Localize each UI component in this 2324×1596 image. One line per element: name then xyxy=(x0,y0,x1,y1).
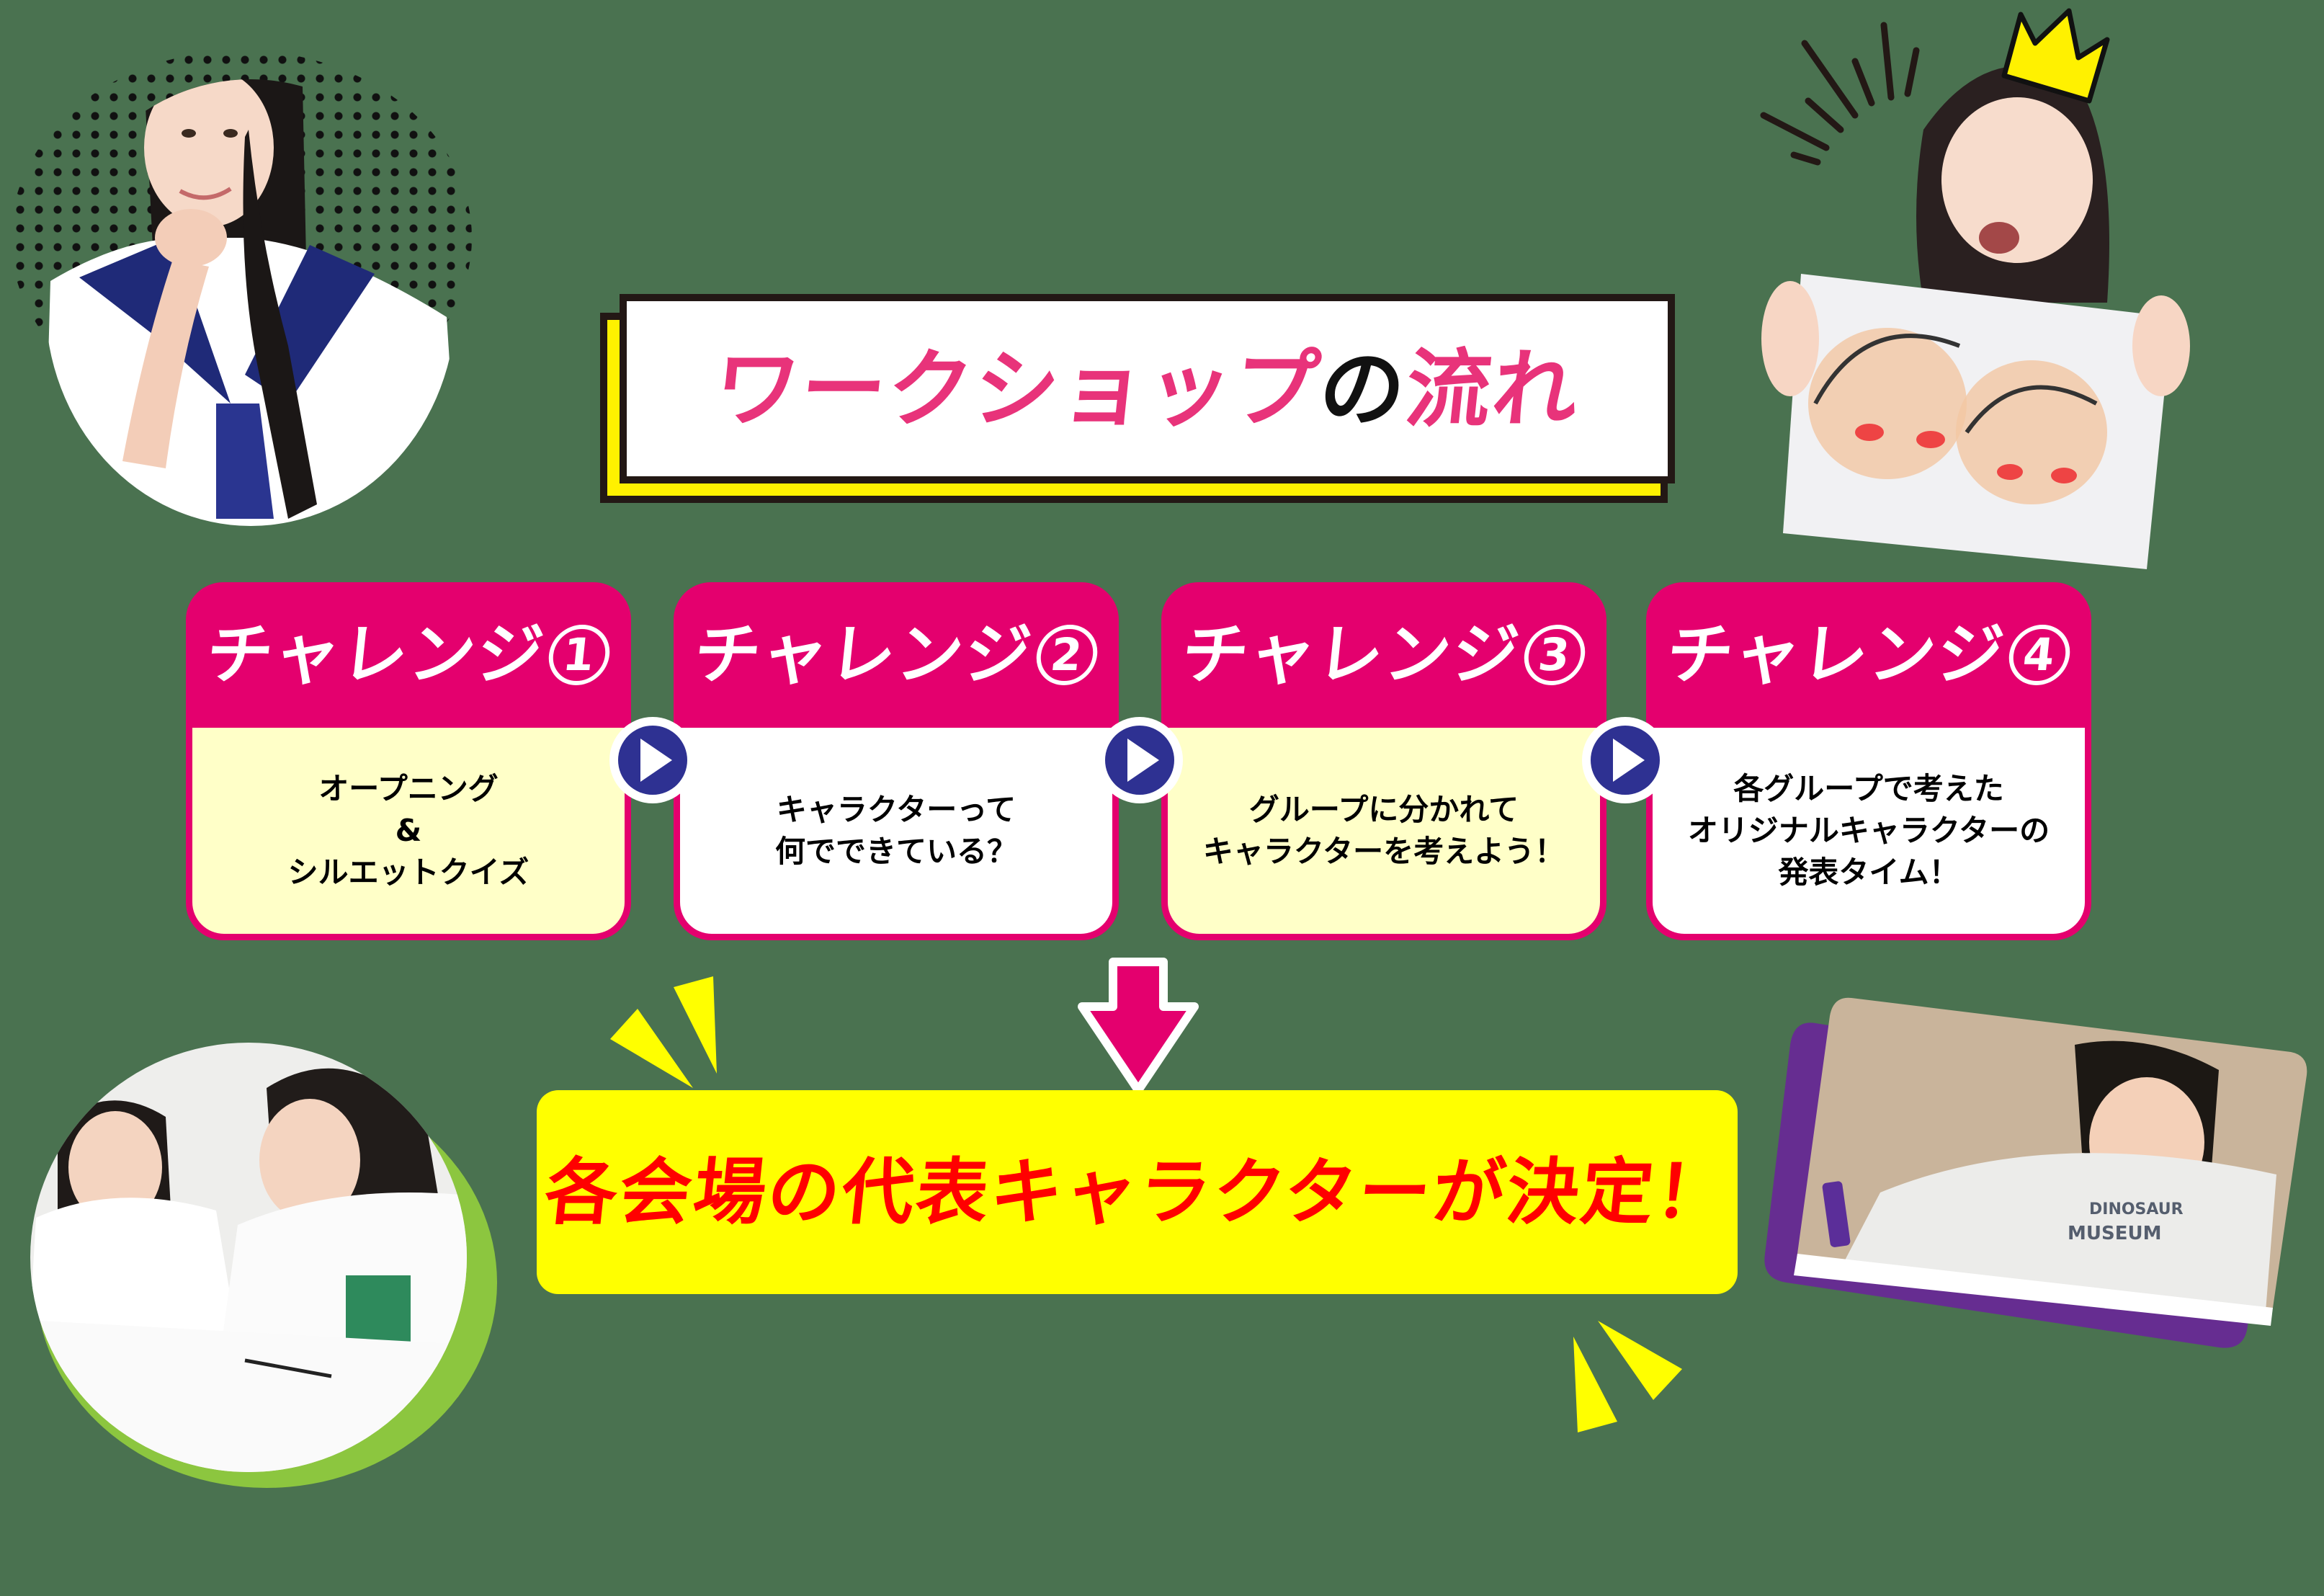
challenge-card-header: チャレンジ 4 xyxy=(1646,582,2091,728)
challenge-card-body: 各グループで考えた オリジナルキャラクターの 発表タイム！ xyxy=(1653,728,2085,934)
svg-text:MUSEUM: MUSEUM xyxy=(2068,1223,2161,1244)
boy-drawing-illustration: DINOSAUR MUSEUM xyxy=(1764,997,2307,1348)
challenge-number-badge: 3 xyxy=(1521,625,1588,685)
page-title: ワークショップの流れ xyxy=(710,339,1585,439)
challenge-title: チャレンジ 1 xyxy=(202,616,614,693)
emphasis-lines-decoration xyxy=(1760,22,1920,166)
challenge-number-badge: 2 xyxy=(1034,625,1101,685)
challenge-card-body: グループに分かれて キャラクターを考えよう！ xyxy=(1168,728,1600,934)
challenge-description: 各グループで考えた オリジナルキャラクターの 発表タイム！ xyxy=(1687,771,2050,890)
crown-icon xyxy=(2001,8,2110,104)
challenge-label: チャレンジ xyxy=(1178,616,1525,693)
challenge-label: チャレンジ xyxy=(202,616,550,693)
girl-with-drawing-photo xyxy=(1715,0,2324,576)
play-arrow-icon xyxy=(1613,739,1645,782)
challenge-card-3: チャレンジ 3 グループに分かれて キャラクターを考えよう！ xyxy=(1161,582,1606,940)
challenge-label: チャレンジ xyxy=(690,616,1037,693)
challenge-description: キャラクターって 何でできている？ xyxy=(774,792,1017,869)
girl-drawing-illustration xyxy=(1760,8,2190,569)
step-connector-1 xyxy=(609,717,696,803)
step-connector-2 xyxy=(1096,717,1183,803)
crayon-icon xyxy=(1822,1181,1851,1247)
challenge-card-4: チャレンジ 4 各グループで考えた オリジナルキャラクターの 発表タイム！ xyxy=(1646,582,2091,940)
two-girls-studying-photo xyxy=(0,1009,519,1596)
challenge-number-badge: 4 xyxy=(2006,625,2073,685)
challenge-label: チャレンジ xyxy=(1663,616,2010,693)
challenge-card-header: チャレンジ 1 xyxy=(186,582,631,728)
challenge-description: グループに分かれて キャラクターを考えよう！ xyxy=(1202,792,1565,869)
play-arrow-icon xyxy=(640,739,672,782)
challenge-description: オープニング & シルエットクイズ xyxy=(287,771,529,890)
down-arrow-icon xyxy=(1078,958,1199,1095)
title-main-text: ワークショップ xyxy=(710,339,1326,439)
student-illustration xyxy=(45,79,456,526)
section-title-box: ワークショップの流れ xyxy=(620,294,1675,483)
sparkle-marks-decoration xyxy=(610,976,717,1088)
boy-drawing-photo: DINOSAUR MUSEUM xyxy=(1758,987,2324,1419)
result-text: 各会場の代表キャラクターが決定！ xyxy=(540,1149,1734,1234)
result-banner: 各会場の代表キャラクターが決定！ xyxy=(537,1090,1738,1294)
challenge-title: チャレンジ 3 xyxy=(1178,616,1589,693)
challenge-title: チャレンジ 2 xyxy=(690,616,1101,693)
play-arrow-icon xyxy=(1127,739,1159,782)
title-particle-text: の xyxy=(1315,339,1412,439)
title-tail-text: 流れ xyxy=(1401,339,1585,439)
challenge-card-header: チャレンジ 2 xyxy=(674,582,1119,728)
challenge-card-2: チャレンジ 2 キャラクターって 何でできている？ xyxy=(674,582,1119,940)
challenge-card-body: オープニング & シルエットクイズ xyxy=(192,728,625,934)
challenge-card-1: チャレンジ 1 オープニング & シルエットクイズ xyxy=(186,582,631,940)
sparkle-marks-decoration xyxy=(1573,1321,1682,1432)
challenge-number-badge: 1 xyxy=(546,625,613,685)
shirt-text: DINOSAUR xyxy=(2089,1200,2184,1218)
step-connector-3 xyxy=(1582,717,1668,803)
challenge-title: チャレンジ 4 xyxy=(1663,616,2074,693)
student-sailor-uniform-photo xyxy=(0,0,504,540)
two-girls-illustration xyxy=(30,1043,497,1488)
challenge-card-header: チャレンジ 3 xyxy=(1161,582,1606,728)
challenge-card-body: キャラクターって 何でできている？ xyxy=(680,728,1112,934)
